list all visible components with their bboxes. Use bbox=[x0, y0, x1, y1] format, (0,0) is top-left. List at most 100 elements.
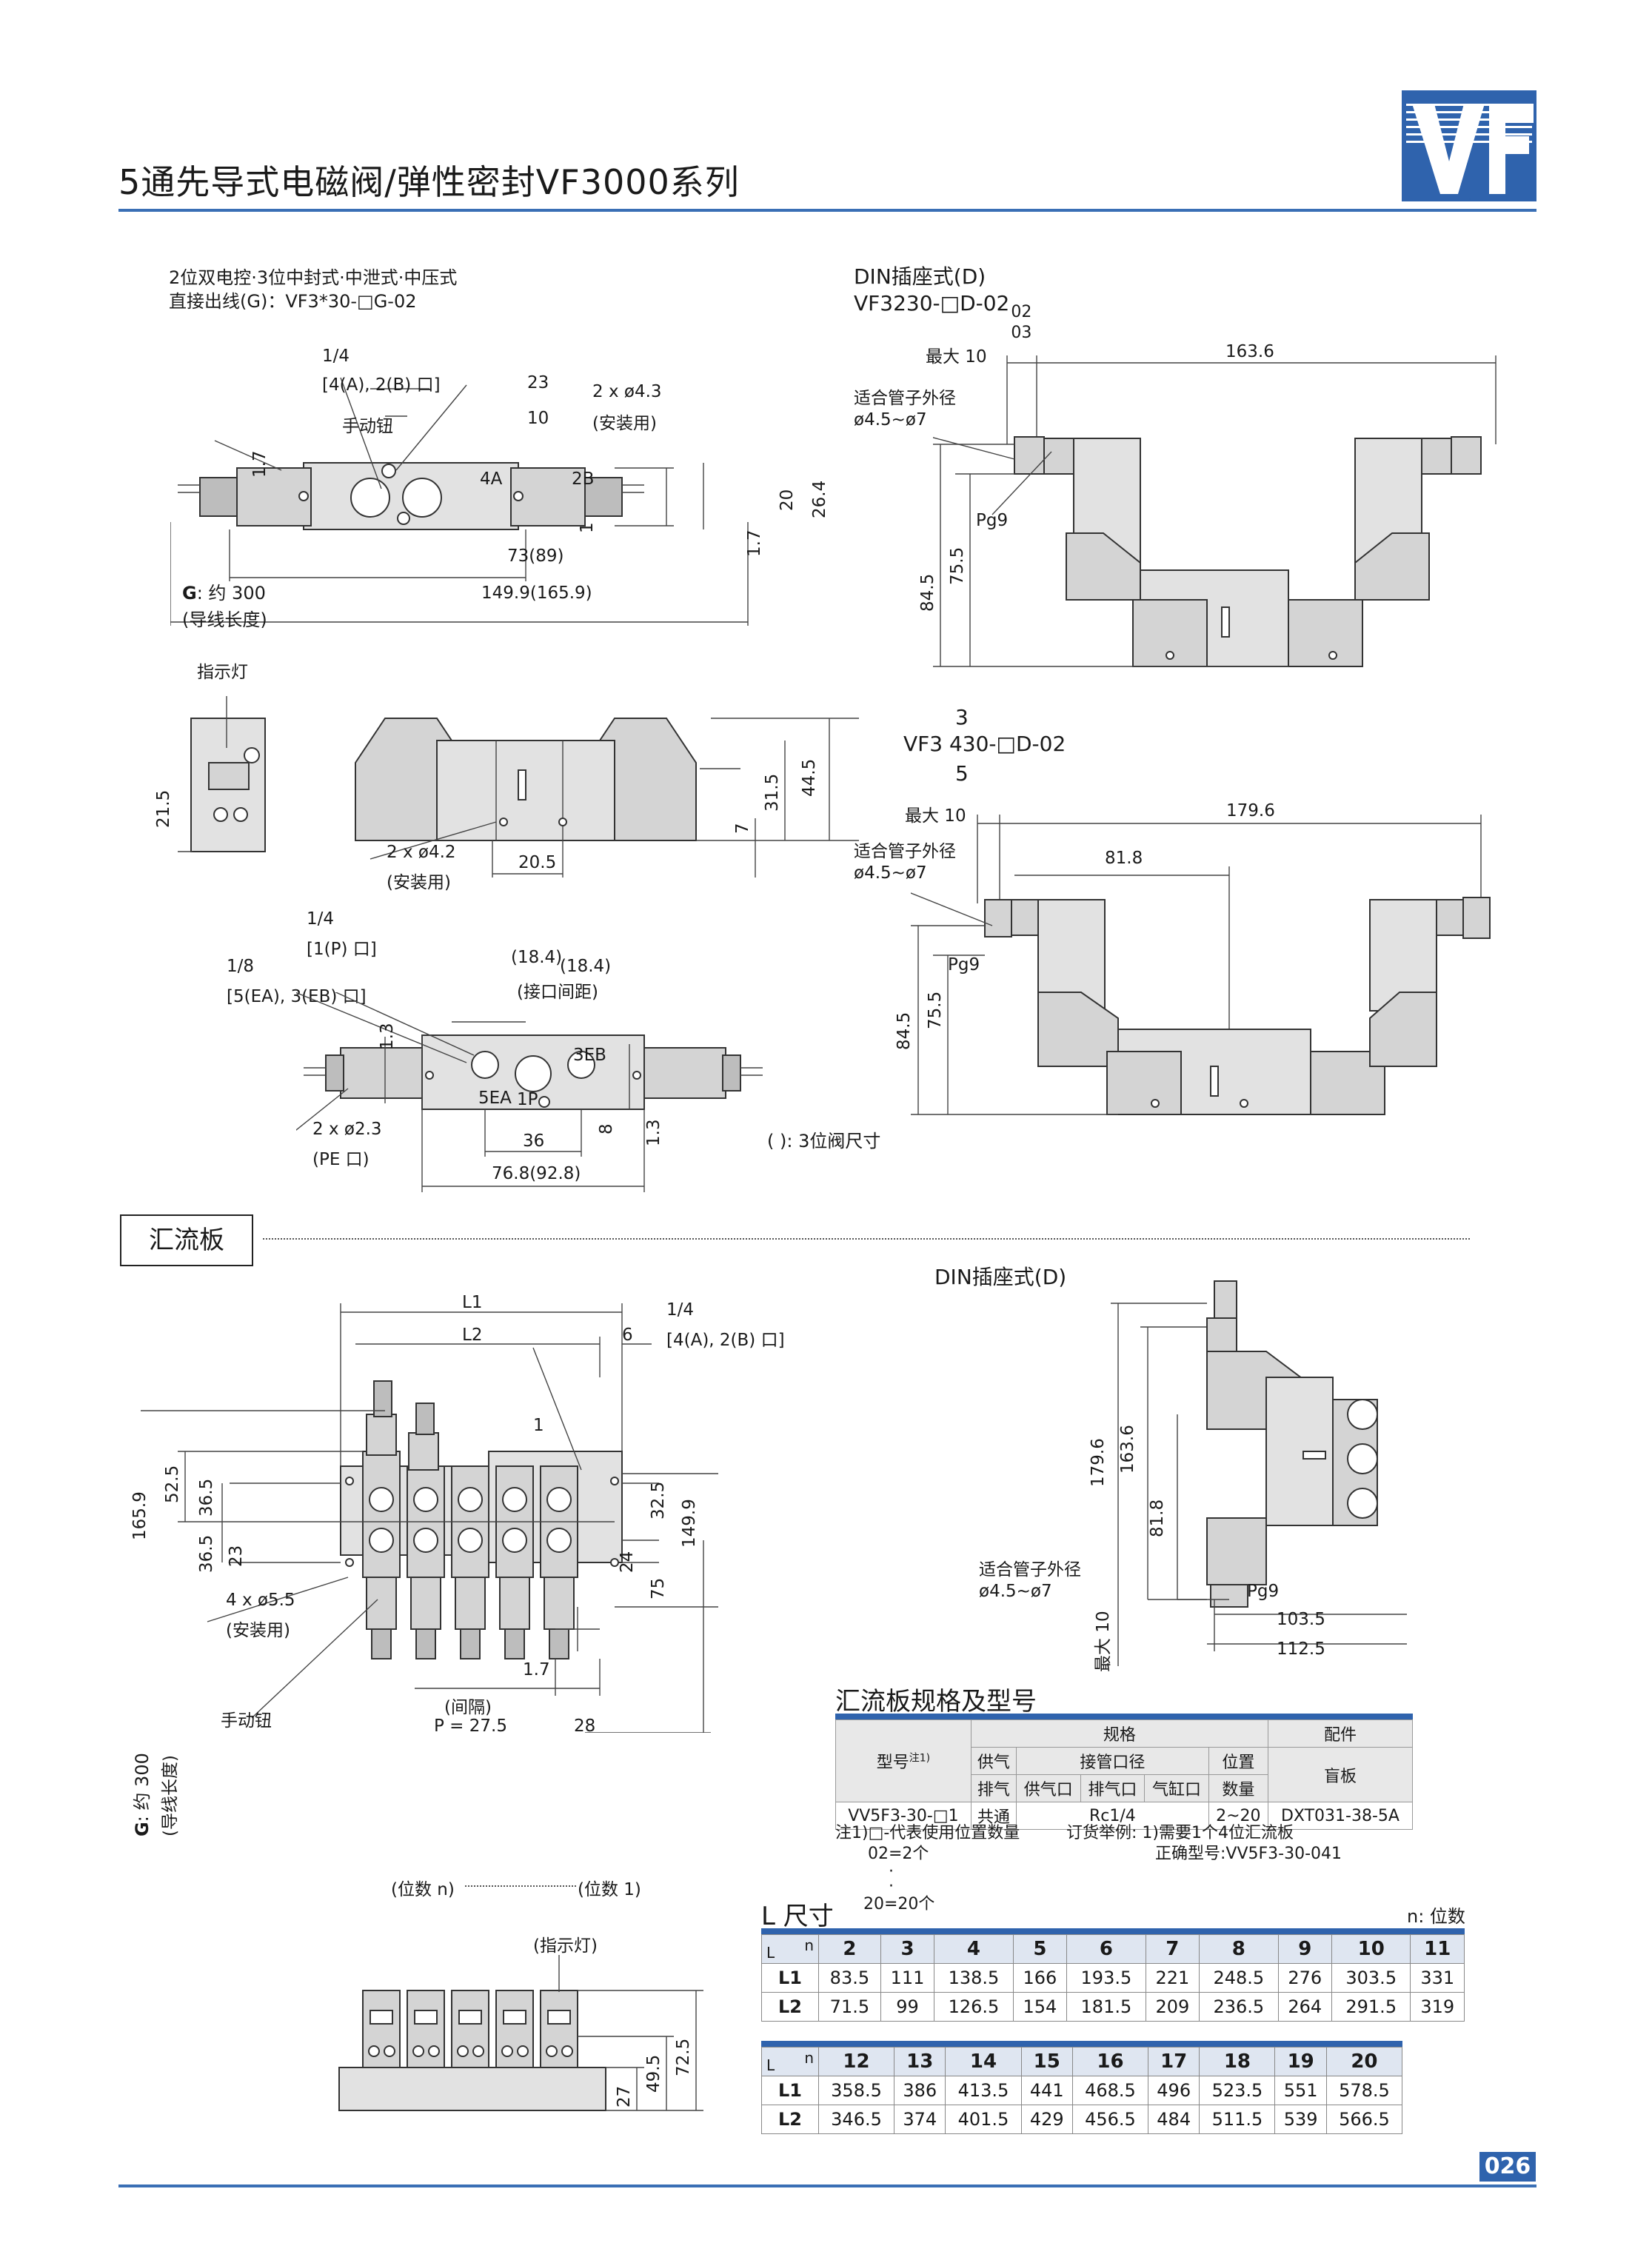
spec-h-sub1: 供气口 bbox=[1016, 1774, 1081, 1802]
fig2-hole-desc: (安装用) bbox=[387, 873, 451, 892]
din3-dim-112-5: 112.5 bbox=[1277, 1639, 1325, 1659]
spec-r-port: Rc1/4 bbox=[1016, 1802, 1209, 1830]
fig1-dim-1-7b: 1.7 bbox=[745, 529, 764, 557]
manifold-pos-n: (位数 n) bbox=[391, 1880, 455, 1899]
manifold-port-ab-desc: [4(A), 2(B) 口] bbox=[666, 1331, 785, 1350]
manifold-front-drawing bbox=[338, 1955, 703, 2111]
fig2-dim-21-5: 21.5 bbox=[154, 789, 173, 828]
manifold-dim-165-9: 165.9 bbox=[130, 1491, 150, 1540]
fig1-top-view-drawing bbox=[170, 377, 749, 626]
ltable-cell: 264 bbox=[1277, 1992, 1333, 2022]
ltable-corner-n: n bbox=[804, 2049, 814, 2067]
manifold-port-ab: 1/4 bbox=[666, 1300, 695, 1320]
fig1-dim-23: 23 bbox=[527, 373, 549, 392]
manifold-indicator: (指示灯) bbox=[533, 1936, 598, 1956]
fig2-indicator: 指示灯 bbox=[197, 663, 248, 682]
din1-model-sup: 02 bbox=[1011, 303, 1032, 321]
manifold-top-drawing bbox=[141, 1303, 718, 1733]
fig1-hole-desc: (安装用) bbox=[592, 414, 657, 433]
ltable-cell: 111 bbox=[880, 1963, 935, 1993]
ltable-cell: 484 bbox=[1147, 2105, 1200, 2134]
spec-bar bbox=[835, 1714, 1413, 1719]
ltable-b: L n 12 13 14 15 16 17 18 19 20 L1 358.5 … bbox=[761, 2047, 1403, 2134]
ltable-corner: L n bbox=[761, 1934, 819, 1964]
ltable-cell: 331 bbox=[1410, 1963, 1465, 1993]
manifold-dim-1: 1 bbox=[533, 1416, 544, 1435]
ltable-cell: 374 bbox=[894, 2105, 946, 2134]
din1-max10: 最大 10 bbox=[926, 347, 987, 367]
spec-note5: 20=20个 bbox=[863, 1895, 935, 1913]
ltable-col: 2 bbox=[818, 1934, 881, 1964]
fig3-dim-8: 8 bbox=[597, 1123, 616, 1134]
ltable-row-label: L2 bbox=[761, 1992, 819, 2022]
ltable-cell: 83.5 bbox=[818, 1963, 881, 1993]
table-row: L2 71.5 99 126.5 154 181.5 209 236.5 264… bbox=[761, 1992, 1465, 2022]
fig1-dim-26-4: 26.4 bbox=[810, 480, 829, 518]
din3-pipe: 适合管子外径 bbox=[979, 1560, 1081, 1580]
din3-dim-81-8: 81.8 bbox=[1148, 1499, 1167, 1537]
ltable-col: 13 bbox=[894, 2047, 946, 2076]
ltable-col: 17 bbox=[1147, 2047, 1200, 2076]
manifold-dim-149-9: 149.9 bbox=[680, 1499, 699, 1548]
ltable-col: 8 bbox=[1199, 1934, 1279, 1964]
ltable-cell: 413.5 bbox=[945, 2076, 1022, 2105]
ltable-cell: 248.5 bbox=[1199, 1963, 1279, 1993]
fig2-dim-20-5: 20.5 bbox=[518, 853, 557, 872]
spec-table: 型号注1) 规格 配件 供气 接管口径 位置 盲板 排气 供气口 排气口 气缸口… bbox=[835, 1719, 1414, 1830]
ltable-cell: 193.5 bbox=[1066, 1963, 1146, 1993]
ltable-cell: 523.5 bbox=[1199, 2076, 1276, 2105]
ltable-cell: 539 bbox=[1274, 2105, 1327, 2134]
fig3-pitch2: (18.4) bbox=[560, 957, 612, 976]
din2-model-top: 3 bbox=[955, 705, 969, 729]
din1-pg9: Pg9 bbox=[976, 511, 1009, 530]
din3-max10: 最大 10 bbox=[1094, 1611, 1113, 1672]
spec-r-model: VV5F3-30-□1 bbox=[835, 1802, 972, 1830]
ltable-cell: 358.5 bbox=[817, 2076, 895, 2105]
ltable-cell: 276 bbox=[1277, 1963, 1333, 1993]
fig1-dim-1: 1 bbox=[578, 522, 597, 533]
ltable-cell: 551 bbox=[1274, 2076, 1327, 2105]
fig1-port-2b: 2B bbox=[572, 469, 595, 489]
ltable-corner-n: n bbox=[804, 1936, 814, 1954]
spec-h-model-text: 型号 bbox=[876, 1754, 909, 1772]
spec-r-pos: 2~20 bbox=[1208, 1802, 1268, 1830]
table-row: L1 83.5 111 138.5 166 193.5 221 248.5 27… bbox=[761, 1963, 1465, 1993]
fig1-caption1: 2位双电控·3位中封式·中泄式·中压式 bbox=[169, 267, 458, 288]
din1-model: VF3230-□D-02 bbox=[854, 291, 1010, 315]
manifold-dim-28: 28 bbox=[574, 1716, 596, 1736]
spec-order2: 正确型号:VV5F3-30-041 bbox=[1155, 1845, 1342, 1863]
ltable-bar-a bbox=[761, 1928, 1465, 1934]
ltable-cell: 319 bbox=[1410, 1992, 1465, 2022]
ltable-row-label: L1 bbox=[761, 1963, 819, 1993]
din1-dim-163-6: 163.6 bbox=[1225, 342, 1274, 361]
spec-order1: 订货举例: 1)需要1个4位汇流板 bbox=[1066, 1824, 1294, 1842]
din1-title: DIN插座式(D) bbox=[854, 264, 986, 289]
manifold-g-desc: (导线长度) bbox=[161, 1755, 180, 1836]
ltable-cell: 303.5 bbox=[1331, 1963, 1411, 1993]
ltable-cell: 386 bbox=[894, 2076, 946, 2105]
fig1-dim-20: 20 bbox=[777, 489, 797, 511]
manifold-pos-dotline bbox=[465, 1885, 576, 1887]
ltable-col: 9 bbox=[1277, 1934, 1333, 1964]
ltable-cell: 166 bbox=[1012, 1963, 1068, 1993]
ltable-corner-l: L bbox=[766, 2056, 775, 2074]
spec-note4: · bbox=[889, 1877, 894, 1896]
ltable-col: 19 bbox=[1274, 2047, 1327, 2076]
ltable-cell: 138.5 bbox=[934, 1963, 1014, 1993]
din2-note: ( ): 3位阀尺寸 bbox=[767, 1131, 881, 1151]
ltable-cell: 468.5 bbox=[1071, 2076, 1148, 2105]
svg-text:VF: VF bbox=[1469, 199, 1471, 201]
spec-h-blank: 盲板 bbox=[1267, 1747, 1414, 1802]
fig3-port-p-desc: [1(P) 口] bbox=[307, 940, 377, 959]
manifold-dim-72-5: 72.5 bbox=[674, 2038, 693, 2076]
table-row: L2 346.5 374 401.5 429 456.5 484 511.5 5… bbox=[761, 2105, 1403, 2134]
manifold-g-value: : 约 300 bbox=[132, 1753, 153, 1822]
fig1-g-desc: (导线长度) bbox=[182, 609, 267, 630]
fig1-g-value: : 约 300 bbox=[196, 583, 266, 604]
din2-pipe-range: ø4.5~ø7 bbox=[854, 863, 927, 883]
ltable-cell: 209 bbox=[1145, 1992, 1200, 2022]
ltable-row-label: L1 bbox=[761, 2076, 819, 2105]
fig2-dim-7: 7 bbox=[733, 823, 752, 834]
manifold-dim-6: 6 bbox=[622, 1326, 633, 1345]
ltable-col: 20 bbox=[1325, 2047, 1403, 2076]
